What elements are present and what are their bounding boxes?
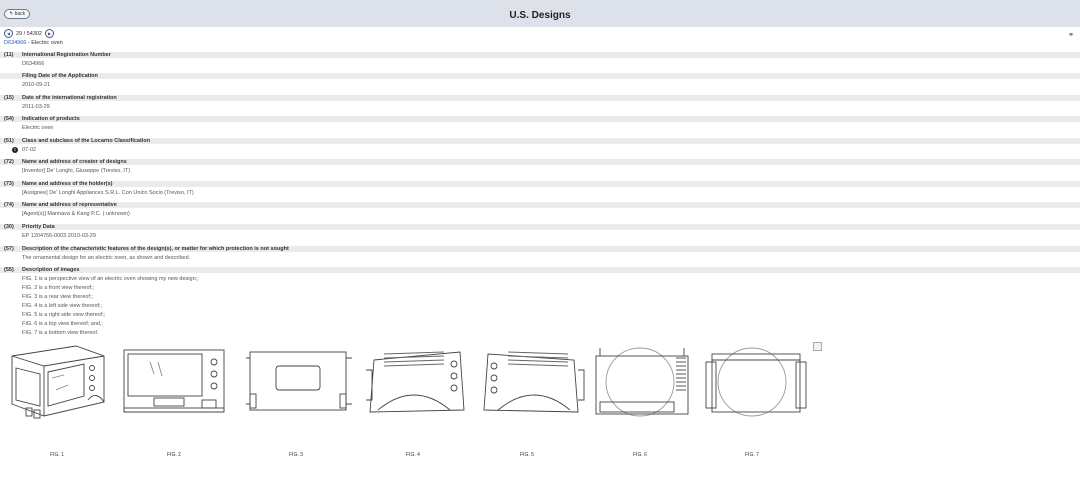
back-label: back: [14, 11, 26, 17]
section-label: Description of the characteristic featur…: [22, 246, 289, 252]
design-id-link[interactable]: D634966: [4, 40, 27, 46]
section-label: Date of the international registration: [22, 95, 117, 101]
image-description: FIG. 3 is a rear view thereof;;: [22, 294, 93, 300]
back-button[interactable]: ↰ back: [4, 9, 31, 19]
section-number: (55): [4, 267, 14, 273]
section-value: 2011-03-29: [22, 104, 50, 110]
figure-caption: FIG. 2: [167, 452, 181, 458]
figure-5-drawing: [483, 351, 585, 413]
breadcrumb-suffix: - Electric oven: [26, 40, 63, 46]
broken-image-icon: [813, 342, 822, 351]
section-value: D634966: [22, 61, 45, 67]
figure-2-drawing: [123, 349, 225, 413]
figure-caption: FIG. 3: [289, 452, 303, 458]
section-number: (15): [4, 95, 14, 101]
info-icon[interactable]: !: [12, 147, 18, 153]
section-number: (74): [4, 202, 14, 208]
figure-4-drawing: [366, 351, 465, 413]
image-description: FIG. 2 is a front view thereof;;: [22, 285, 95, 291]
section-number: (57): [4, 246, 14, 252]
section-label: Name and address of representative: [22, 202, 117, 208]
image-description: FIG. 5 is a right side view thereof;;: [22, 312, 106, 318]
top-bar: ↰ back U.S. Designs: [0, 0, 1080, 27]
image-description: FIG. 6 is a top view thereof; and,;: [22, 321, 104, 327]
section-value: [Assignee] De' Longhi Appliances S.R.L. …: [22, 190, 194, 196]
section-label: Class and subclass of the Locarno Classi…: [22, 138, 151, 144]
section-value: 2010-09-21: [22, 82, 51, 88]
figure-caption: FIG. 1: [50, 452, 64, 458]
figure-caption: FIG. 6: [633, 452, 647, 458]
figure-3-drawing: [246, 351, 352, 411]
pager: ◀ 29 / 54302 ▶: [4, 29, 54, 38]
figure-7-drawing: [705, 347, 807, 417]
section-label: International Registration Number: [22, 52, 111, 58]
section-number: (30): [4, 224, 14, 230]
chevron-left-icon[interactable]: ◀: [4, 29, 13, 38]
back-arrow-icon: ↰: [9, 11, 14, 17]
section-label: Priority Data: [22, 224, 55, 230]
figure-6-drawing: [595, 347, 689, 417]
image-description: FIG. 7 is a bottom view thereof.: [22, 330, 99, 336]
section-value: 07-02: [22, 147, 37, 153]
section-label: Name and address of creator of designs: [22, 159, 127, 165]
section-label: Filing Date of the Application: [22, 73, 98, 79]
section-number: (11): [4, 52, 14, 58]
section-number: (51): [4, 138, 14, 144]
section-label: Indication of products: [22, 116, 80, 122]
section-number: (72): [4, 159, 14, 165]
section-value: [Agent(s)] Mannava & Kang P.C. ( unknown…: [22, 211, 130, 217]
image-description: FIG. 1 is a perspective view of an elect…: [22, 276, 199, 282]
chevron-right-icon[interactable]: ▶: [45, 29, 54, 38]
link-icon[interactable]: ⚭: [1068, 32, 1074, 39]
section-value: Electric oven: [22, 125, 54, 131]
breadcrumb: D634966 - Electric oven: [4, 40, 63, 46]
section-value: EP 1204766-0003 2010-03-29: [22, 233, 96, 239]
section-label: Description of images: [22, 267, 80, 273]
page-title: U.S. Designs: [509, 10, 571, 21]
section-number: (54): [4, 116, 14, 122]
figure-1-drawing: [11, 345, 105, 419]
pager-text: 29 / 54302: [16, 30, 42, 37]
section-label: Name and address of the holder(s): [22, 181, 113, 187]
section-number: (73): [4, 181, 14, 187]
section-value: [Inventor] De' Longhi, Giuseppe (Treviso…: [22, 168, 131, 174]
figure-caption: FIG. 7: [745, 452, 759, 458]
figure-caption: FIG. 4: [406, 452, 420, 458]
section-value: The ornamental design for an electric ov…: [22, 255, 191, 261]
figure-caption: FIG. 5: [520, 452, 534, 458]
image-description: FIG. 4 is a left side view thereof;;: [22, 303, 103, 309]
